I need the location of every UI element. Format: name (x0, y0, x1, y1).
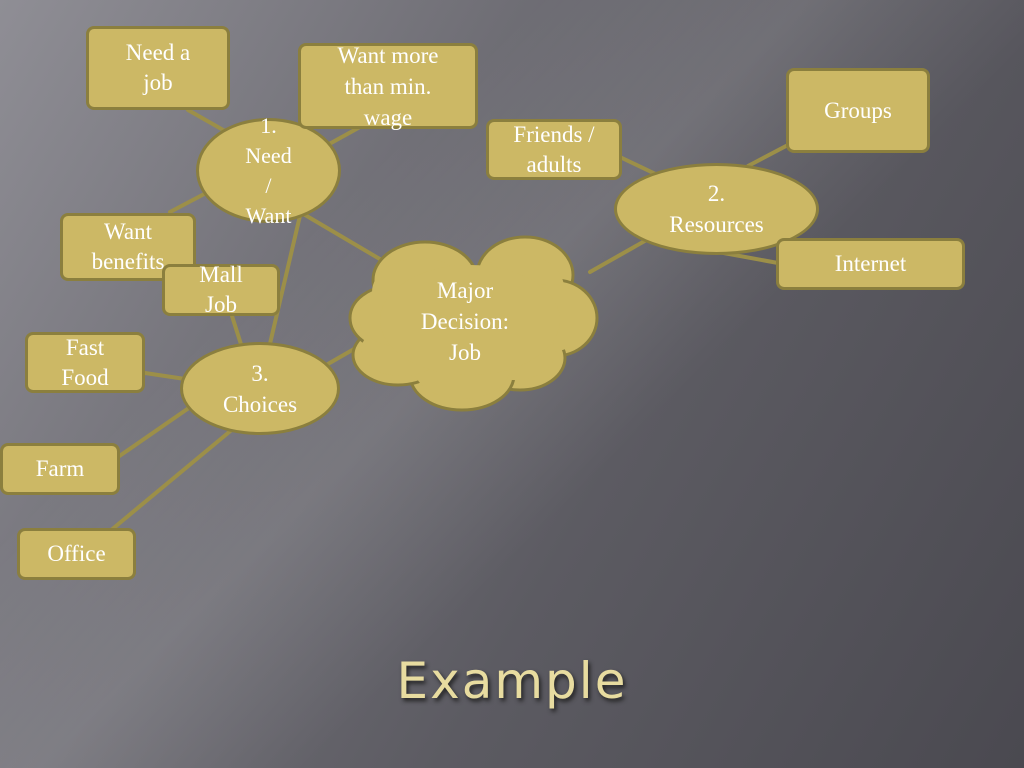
friends-adults-box: Friends / adults (486, 119, 622, 180)
farm-box: Farm (0, 443, 120, 495)
center-node-label: Major Decision: Job (420, 278, 510, 365)
want-more-box: Want more than min. wage (298, 43, 478, 130)
internet-box: Internet (776, 238, 965, 290)
fast-food-box: Fast Food (25, 332, 145, 393)
choices-node: 3. Choices (180, 342, 340, 435)
line-office-choices (102, 426, 236, 538)
line-wantbenefits-needwant (168, 190, 210, 214)
line-needwant-center (298, 210, 397, 270)
line-resources-center (588, 236, 652, 274)
office-box: Office (17, 528, 136, 580)
line-farm-choices (103, 401, 198, 468)
line-choices-needwant (263, 188, 308, 367)
line-groups-resources (746, 144, 788, 168)
need-want-node: 1. Need / Want (196, 113, 341, 228)
groups-box: Groups (786, 68, 930, 153)
mall-job-box: Mall Job (162, 262, 280, 317)
slide-title: Example (396, 652, 628, 710)
need-a-job-box: Need a job (86, 26, 230, 110)
